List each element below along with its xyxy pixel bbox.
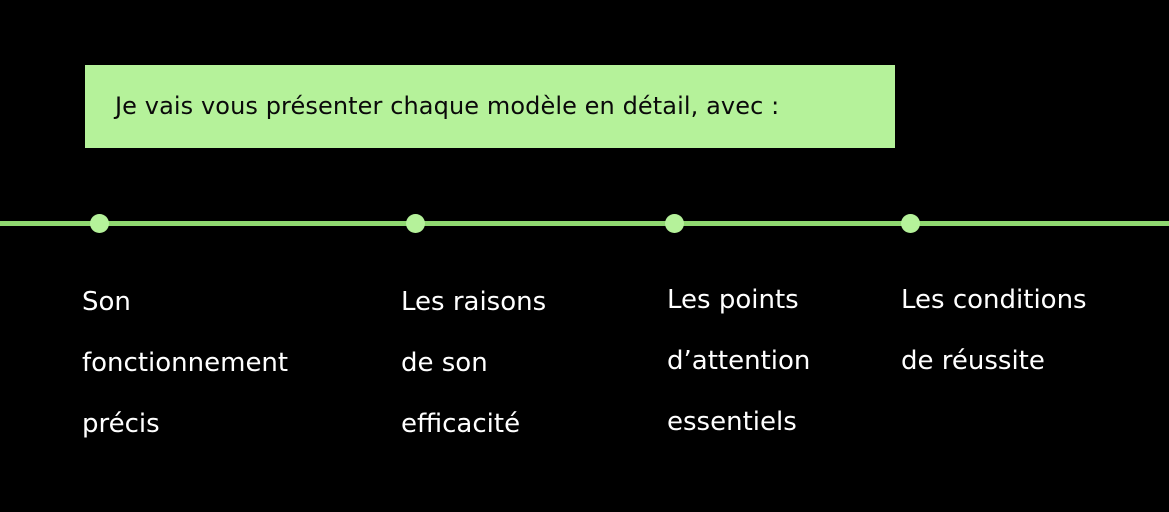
timeline-label-line: d’attention [667,346,811,376]
header-banner-text: Je vais vous présenter chaque modèle en … [115,92,780,121]
timeline-label-line: efficacité [401,409,521,439]
timeline-label-line: Son [82,287,131,317]
timeline-label-line: essentiels [667,407,797,437]
timeline-label-efficacite: Les raisons de son efficacité [401,272,546,455]
timeline [0,214,1169,233]
timeline-label-line: de son [401,348,488,378]
timeline-label-conditions-reussite: Les conditions de réussite [901,270,1087,392]
timeline-dot-3 [665,214,684,233]
timeline-dot-1 [90,214,109,233]
timeline-label-fonctionnement: Son fonctionnement précis [82,272,288,455]
timeline-label-line: Les raisons [401,287,547,317]
timeline-label-line: Les conditions [901,285,1087,315]
timeline-label-line: de réussite [901,346,1045,376]
timeline-rule [0,221,1169,226]
timeline-label-line: précis [82,409,160,439]
timeline-dot-4 [901,214,920,233]
timeline-dot-2 [406,214,425,233]
timeline-label-line: fonctionnement [82,348,289,378]
header-banner: Je vais vous présenter chaque modèle en … [85,65,895,148]
timeline-label-points-attention: Les points d’attention essentiels [667,270,810,453]
timeline-label-line: Les points [667,285,799,315]
